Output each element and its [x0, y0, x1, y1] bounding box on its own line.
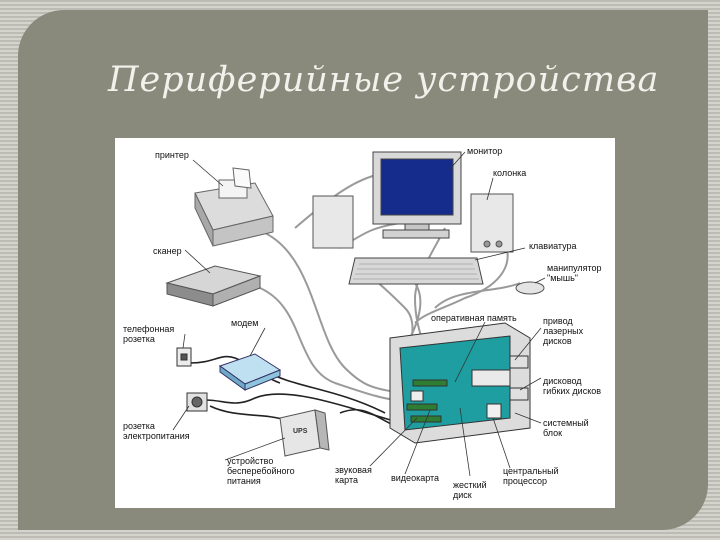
scanner-device	[167, 266, 260, 306]
label-printer: принтер	[155, 150, 189, 160]
label-ram: оперативная память	[431, 313, 517, 323]
label-power-socket: розетка электропитания	[123, 421, 190, 441]
system-unit-device	[390, 323, 530, 443]
modem-device	[220, 354, 280, 390]
ups-cable	[210, 406, 285, 420]
power-socket-device	[187, 393, 207, 411]
phone-socket-device	[177, 348, 191, 366]
printer-device	[195, 168, 273, 246]
label-hdd: жесткий диск	[453, 480, 487, 500]
ups-badge: UPS	[293, 427, 307, 437]
diagram-drawing	[115, 138, 615, 508]
slide-title: Периферийные устройства	[108, 60, 708, 110]
label-phone-socket: телефонная розетка	[123, 324, 174, 344]
peripherals-diagram: принтер монитор колонка сканер клавиатур…	[115, 138, 615, 508]
label-keyboard: клавиатура	[529, 241, 577, 251]
label-ups: устройство бесперебойного питания	[227, 456, 295, 486]
mouse-cable	[435, 283, 520, 308]
label-floppy: дисковод гибких дисков	[543, 376, 601, 396]
label-modem: модем	[231, 318, 258, 328]
label-speaker: колонка	[493, 168, 526, 178]
mouse-device	[516, 282, 544, 294]
keyboard-device	[349, 258, 483, 284]
label-scanner: сканер	[153, 246, 182, 256]
printer-cable	[265, 233, 400, 393]
label-system-unit: системный блок	[543, 418, 589, 438]
label-cd-drive: привод лазерных дисков	[543, 316, 583, 346]
label-monitor: монитор	[467, 146, 502, 156]
label-sound-card: звуковая карта	[335, 465, 372, 485]
label-video-card: видеокарта	[391, 473, 439, 483]
label-mouse: манипулятор "мышь"	[547, 263, 602, 283]
label-cpu: центральный процессор	[503, 466, 559, 486]
